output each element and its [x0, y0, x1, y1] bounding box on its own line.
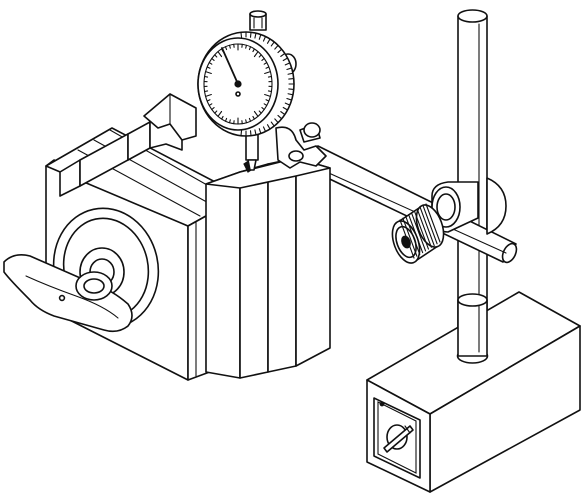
- dial-tick: [263, 62, 268, 65]
- dial-tick: [261, 107, 265, 111]
- knob-knurl-line: [408, 214, 424, 254]
- dial-tick: [204, 75, 209, 78]
- bezel-knurl-line: [287, 93, 294, 96]
- knob-knurl-line: [419, 207, 435, 247]
- bezel-knurl-line: [258, 33, 262, 40]
- dial-tick: [228, 119, 231, 124]
- bezel-knurl-line: [280, 111, 286, 116]
- dial-tick: [224, 117, 228, 122]
- dial-tick: [248, 117, 252, 122]
- knob-knurl-line: [425, 203, 441, 243]
- dial-tick: [267, 90, 272, 93]
- bezel-knurl-line: [254, 32, 257, 39]
- dial-tick: [214, 110, 218, 114]
- dial-tick: [261, 57, 265, 61]
- knob-knurl-line: [422, 205, 438, 245]
- dial-tick: [264, 93, 271, 97]
- dial-indicator: [197, 10, 327, 171]
- bezel-knurl-line: [284, 102, 291, 106]
- dial-tick: [204, 90, 209, 93]
- dial-tick: [208, 62, 213, 65]
- dial-tick: [264, 71, 271, 75]
- knob-knurl-line: [399, 219, 415, 259]
- bezel-knurl-line: [277, 114, 283, 120]
- dial-tick: [205, 71, 212, 75]
- bezel-knurl-line: [286, 67, 293, 71]
- bezel-knurl-line: [266, 124, 271, 130]
- bezel-knurl-line: [282, 57, 289, 62]
- dial-tick: [252, 115, 255, 120]
- bezel-knurl-line: [240, 31, 243, 38]
- bezel-knurl-line: [287, 72, 294, 75]
- gauge-blocks: [205, 157, 331, 379]
- bezel-knurl-line: [249, 31, 252, 38]
- bezel-knurl-line: [274, 118, 279, 124]
- bezel-knurl-line: [274, 44, 279, 50]
- dial-tick: [217, 51, 223, 58]
- dial-tick: [267, 75, 272, 78]
- dial-tick: [258, 110, 262, 114]
- dial-tick: [245, 119, 248, 124]
- bezel-knurl-line: [282, 106, 289, 111]
- knob-knurl-line: [402, 217, 418, 257]
- knob-knurl-line: [413, 210, 429, 250]
- bezel-knurl-line: [270, 41, 275, 47]
- dial-tick: [221, 115, 224, 120]
- dial-tick: [245, 44, 248, 49]
- dial-tick: [206, 66, 211, 69]
- bezel-knurl-line: [280, 52, 286, 57]
- knob-knurl-line: [411, 212, 427, 252]
- bezel-knurl-line: [240, 130, 243, 137]
- dial-tick: [228, 44, 231, 49]
- dial-tick: [253, 51, 259, 58]
- dial-tick: [265, 66, 270, 69]
- bezel-knurl-line: [288, 88, 295, 90]
- dial-tick: [224, 46, 228, 51]
- bezel-knurl-line: [262, 126, 267, 133]
- dial-tick: [252, 48, 255, 53]
- bezel-knurl-line: [284, 62, 291, 66]
- dial-tick: [211, 57, 215, 61]
- dial-tick: [253, 110, 259, 117]
- bezel-knurl-line: [258, 128, 262, 135]
- bezel-knurl-line: [270, 121, 275, 127]
- knurled-clamp-knob: [391, 203, 445, 264]
- dial-tick: [265, 99, 270, 102]
- knob-knurl-line: [405, 215, 421, 255]
- magnetic-base: [366, 291, 581, 493]
- bezel-knurl-line: [277, 48, 283, 54]
- bezel-knurl-line: [288, 78, 295, 80]
- dial-tick: [205, 93, 212, 97]
- bezel-knurl-line: [254, 129, 257, 136]
- dial-tick: [206, 99, 211, 102]
- dial-tick: [208, 103, 213, 106]
- bezel-knurl-line: [249, 130, 252, 137]
- dial-tick: [263, 103, 268, 106]
- dial-tick: [217, 110, 223, 117]
- dial-tick: [258, 54, 262, 58]
- dial-tick: [211, 107, 215, 111]
- bezel-knurl-line: [266, 38, 271, 44]
- knob-knurl-line: [416, 208, 432, 248]
- dial-tick: [248, 46, 252, 51]
- dial-tick: [214, 54, 218, 58]
- bezel-knurl-line: [262, 35, 267, 42]
- bezel-knurl-line: [286, 97, 293, 101]
